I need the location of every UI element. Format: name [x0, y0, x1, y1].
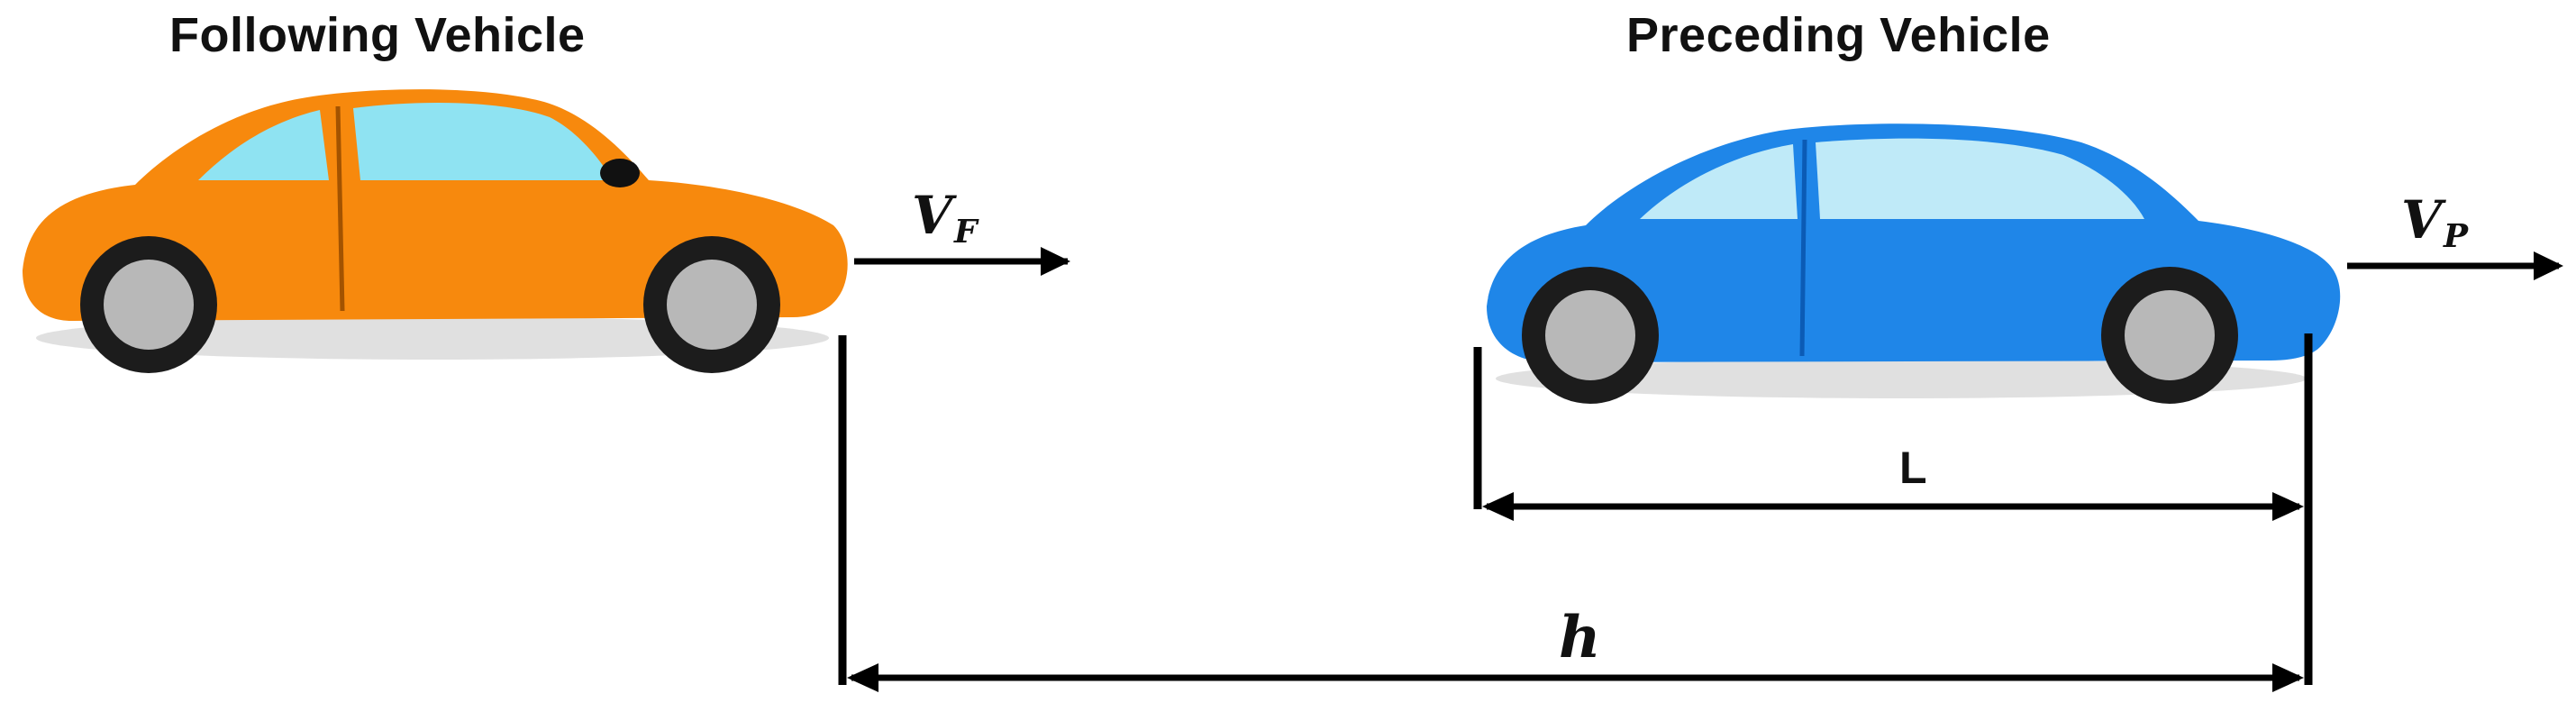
preceding-vehicle-car — [1487, 123, 2341, 404]
following-vehicle-car — [23, 89, 848, 373]
preceding-car-rear-hubcap — [1545, 290, 1635, 380]
following-velocity-label: VF — [912, 185, 978, 251]
preceding-velocity-subscript: P — [2444, 217, 2469, 256]
length-right-arrowhead — [2272, 492, 2304, 521]
following-car-mirror — [600, 159, 640, 187]
following-car-window-rear — [198, 110, 329, 180]
headway-left-arrowhead — [847, 663, 878, 692]
following-car-front-hubcap — [667, 260, 757, 350]
preceding-car-window-rear — [1640, 144, 1798, 219]
preceding-vehicle-title: Preceding Vehicle — [1626, 8, 2051, 62]
following-vehicle-title: Following Vehicle — [169, 8, 586, 62]
vehicle-length-label: L — [1899, 443, 1927, 493]
preceding-velocity-symbol: V — [2401, 189, 2443, 251]
preceding-car-front-hubcap — [2125, 290, 2215, 380]
following-car-rear-hubcap — [104, 260, 194, 350]
following-velocity-arrowhead — [1041, 247, 1070, 276]
following-car-body — [23, 89, 848, 322]
following-car-window-front — [353, 103, 613, 180]
preceding-velocity-arrowhead — [2534, 251, 2563, 280]
headway-right-arrowhead — [2272, 663, 2304, 692]
preceding-car-door-line — [1799, 139, 1807, 357]
preceding-car-shadow — [1496, 359, 2307, 398]
following-velocity-symbol: V — [912, 185, 953, 246]
preceding-car-window-front — [1816, 138, 2144, 219]
headway-label: h — [1559, 604, 1601, 671]
following-car-door-line — [335, 105, 345, 312]
preceding-velocity-label: VP — [2401, 189, 2468, 255]
following-velocity-subscript: F — [954, 213, 978, 251]
following-car-shadow — [36, 316, 829, 360]
length-left-arrowhead — [1482, 492, 1514, 521]
